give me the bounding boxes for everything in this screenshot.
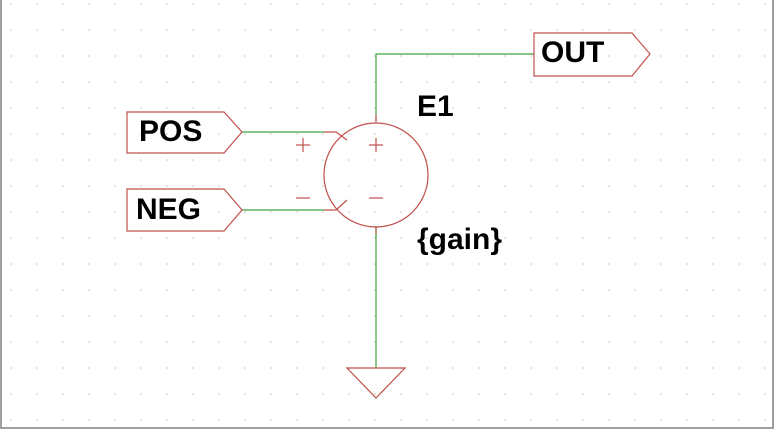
lead-pos	[324, 131, 348, 141]
component-value[interactable]: {gain}	[417, 223, 503, 256]
ground-icon	[345, 367, 407, 399]
component-ref[interactable]: E1	[417, 90, 454, 123]
wire-out	[375, 53, 534, 122]
port-label-out[interactable]: OUT	[541, 36, 605, 69]
lead-neg	[324, 199, 348, 211]
port-flag-neg	[126, 188, 243, 232]
port-flag-pos	[126, 111, 243, 154]
wires	[242, 53, 534, 368]
port-flag-out	[533, 32, 651, 77]
port-label-neg[interactable]: NEG	[136, 193, 202, 226]
port-label-pos[interactable]: POS	[139, 115, 203, 148]
